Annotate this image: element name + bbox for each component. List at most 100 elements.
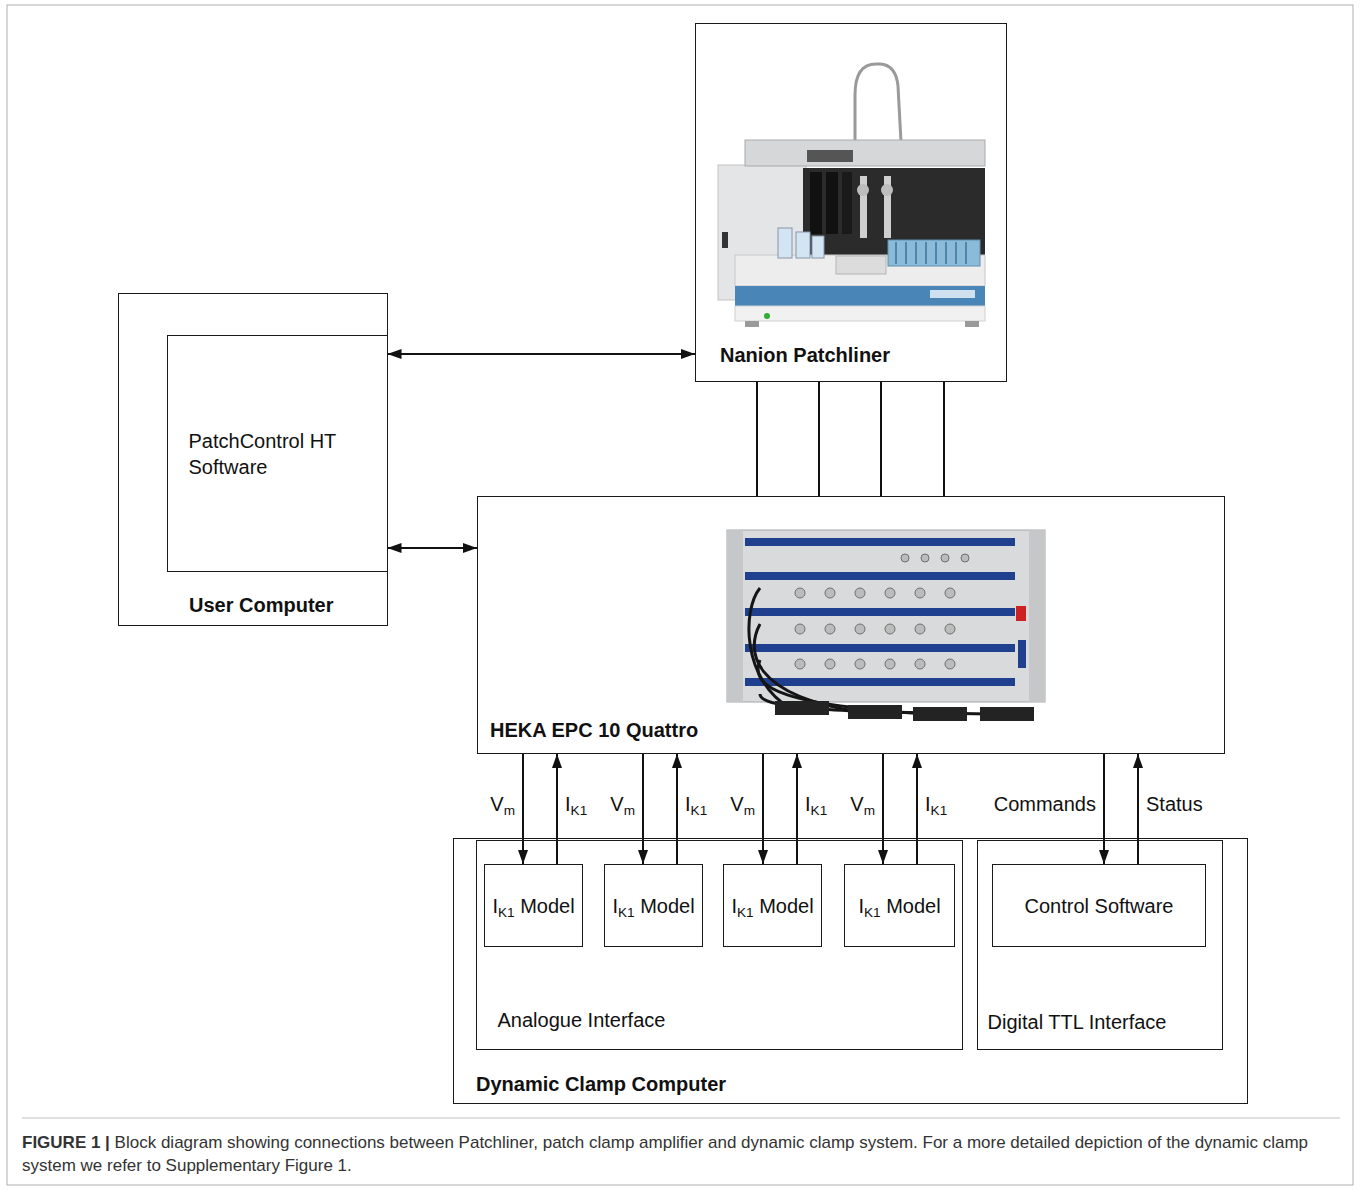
amplifier-photo-part-part xyxy=(825,659,835,669)
amplifier-photo-part-part xyxy=(855,659,865,669)
patchliner-photo-part xyxy=(722,232,728,248)
model-box: IK1 Model xyxy=(604,864,703,947)
patchliner-photo-part xyxy=(930,290,975,298)
amplifier-photo-part-part xyxy=(885,588,895,598)
patchliner-photo-part xyxy=(735,306,985,321)
amplifier-photo-part xyxy=(745,678,1015,686)
amplifier-photo-part xyxy=(1029,530,1045,702)
box-title: Dynamic Clamp Computer xyxy=(476,1071,1247,1097)
signal-label-anchor: Vm xyxy=(728,791,757,817)
amplifier-photo-part xyxy=(980,707,1034,721)
amplifier-box: HEKA EPC 10 Quattro xyxy=(477,496,1225,754)
amplifier-photo-part-part xyxy=(855,588,865,598)
patchliner-photo-part-part xyxy=(945,242,947,264)
amplifier-photo-part xyxy=(848,705,902,719)
patchliner-photo-part xyxy=(745,140,985,166)
amplifier-photo-part xyxy=(795,554,969,669)
software-box: Control Software xyxy=(992,864,1206,947)
amplifier-photo-part-part xyxy=(885,659,895,669)
patchliner-photo-part-part xyxy=(915,242,917,264)
patchliner-photo-part xyxy=(764,313,770,319)
signal-label: Vm xyxy=(608,791,637,817)
connector-arrow xyxy=(1137,754,1139,864)
box-title: Nanion Patchliner xyxy=(720,342,1006,368)
caption-anchor: FIGURE 1 | Block diagram showing connect… xyxy=(22,1132,1340,1178)
patchliner-photo-part xyxy=(857,184,869,196)
connector-arrow xyxy=(642,754,644,864)
patchliner-photo-part xyxy=(745,321,759,327)
patchliner-photo-part xyxy=(826,172,838,234)
signal-label: IK1 xyxy=(683,791,709,817)
patchliner-photo-part-part xyxy=(935,242,937,264)
signal-label: IK1 xyxy=(803,791,829,817)
amplifier-photo-part xyxy=(727,530,743,702)
model-box: IK1 Model xyxy=(484,864,583,947)
box-label: Control Software xyxy=(1025,893,1174,919)
signal-label: IK1 xyxy=(563,791,589,817)
figure-frame xyxy=(7,5,1353,1185)
signal-label-anchor: IK1 xyxy=(683,791,709,817)
amplifier-photo-part xyxy=(745,608,1015,616)
amplifier-photo-part-part xyxy=(941,554,949,562)
connector-arrow xyxy=(556,754,558,864)
amplifier-photo-part xyxy=(913,707,967,721)
amplifier-photo-part xyxy=(745,572,1015,580)
figure-caption: FIGURE 1 | Block diagram showing connect… xyxy=(22,1132,1340,1178)
box-label: IK1 Model xyxy=(492,893,574,919)
signal-label: Vm xyxy=(848,791,877,817)
model-box: IK1 Model xyxy=(723,864,822,947)
signal-label: Vm xyxy=(728,791,757,817)
patchliner-photo-part-part xyxy=(905,242,907,264)
connector-arrow xyxy=(1103,754,1105,864)
box-label: IK1 Model xyxy=(731,893,813,919)
figure-frame-part xyxy=(7,5,1353,1185)
signal-label-anchor: Vm xyxy=(848,791,877,817)
amplifier-photo xyxy=(727,530,1045,721)
box-title: Digital TTL Interface xyxy=(988,1009,1222,1035)
patchliner-photo-part-part xyxy=(955,242,957,264)
amplifier-photo-part-part xyxy=(795,624,805,634)
amplifier-photo-part xyxy=(775,701,829,715)
amplifier-photo-part xyxy=(745,538,1015,546)
box-title: HEKA EPC 10 Quattro xyxy=(490,717,1224,743)
amplifier-photo-part-part xyxy=(825,624,835,634)
connector-arrow xyxy=(796,754,798,864)
interface-box: Digital TTL Interface Control Software xyxy=(977,840,1223,1050)
amplifier-photo-part-part xyxy=(795,588,805,598)
box-title: Analogue Interface xyxy=(498,1007,962,1033)
amplifier-photo-part xyxy=(727,530,1045,702)
connector-arrow xyxy=(882,754,884,864)
signal-label: IK1 xyxy=(923,791,949,817)
patchliner-photo-part xyxy=(807,150,853,162)
signal-label-anchor: IK1 xyxy=(563,791,589,817)
box-label: IK1 Model xyxy=(612,893,694,919)
patchliner-photo-part xyxy=(778,228,792,258)
signal-label-anchor: Status xyxy=(1144,791,1205,817)
patchliner-photo-part xyxy=(812,236,824,258)
model-box: IK1 Model xyxy=(844,864,955,947)
patchliner-photo xyxy=(718,64,985,327)
signal-label-anchor: IK1 xyxy=(803,791,829,817)
box-title: PatchControl HT Software xyxy=(189,428,371,480)
box-label: IK1 Model xyxy=(858,893,940,919)
amplifier-photo-part-part xyxy=(825,588,835,598)
connector-arrow xyxy=(522,754,524,864)
patchliner-photo-part xyxy=(855,64,901,142)
patchliner-photo-part xyxy=(735,286,985,306)
connector-arrow xyxy=(388,547,478,549)
patchliner-photo-part xyxy=(810,172,822,234)
connector-arrow xyxy=(916,754,918,864)
connector-line xyxy=(756,382,758,496)
signal-label-anchor: Vm xyxy=(488,791,517,817)
patchliner-photo-part-part xyxy=(925,242,927,264)
interface-box: Analogue Interface IK1 Model IK1 Model IK1 … xyxy=(476,840,963,1050)
connector-line xyxy=(818,382,820,496)
patchliner-photo-part xyxy=(965,321,979,327)
connector-line xyxy=(880,382,882,496)
signal-label-anchor: Vm xyxy=(608,791,637,817)
amplifier-photo-part-part xyxy=(915,624,925,634)
connector-arrow xyxy=(676,754,678,864)
amplifier-photo-part-part xyxy=(885,624,895,634)
signal-label: Status xyxy=(1144,791,1205,817)
amplifier-photo-part-part xyxy=(945,588,955,598)
